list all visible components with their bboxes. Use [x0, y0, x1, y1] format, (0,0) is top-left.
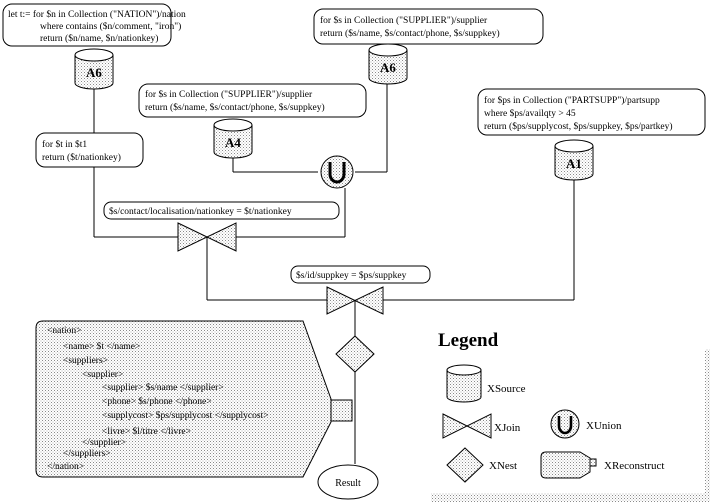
result-label: Result: [335, 478, 361, 489]
join-condition-text: $s/id/suppkey = $ps/suppkey: [296, 270, 407, 281]
t-iteration-query: for $t in $t1 return ($t/nationkey): [35, 132, 144, 168]
template-line: </suppliers>: [63, 449, 111, 459]
legend-xsource-label: XSource: [487, 383, 526, 395]
legend-xreconstruct-label: XReconstruct: [604, 460, 664, 472]
legend-xjoin-icon: [442, 413, 492, 439]
legend-xnest-label: XNest: [489, 460, 517, 472]
query-line: for $t in $t1: [42, 139, 87, 150]
legend: Legend XSource XJoin XUnion XNest XRecon…: [426, 330, 710, 502]
query-line: return ($t/nationkey): [42, 152, 121, 163]
partsupp-source-query: for $ps in Collection ("PARTSUPP")/parts…: [477, 88, 706, 136]
source-label: A6: [380, 60, 396, 75]
xsource-a6-right: A6: [368, 43, 408, 85]
xunion-node: [320, 155, 354, 189]
template-line: <supplier>: [82, 370, 123, 380]
connector-lines: [93, 84, 575, 464]
source-label: A4: [225, 135, 241, 150]
supplier-source-query-mid: for $s in Collection ("SUPPLIER")/suppli…: [138, 83, 367, 118]
result-node: Result: [317, 464, 379, 500]
legend-xreconstruct-icon: [540, 451, 597, 479]
xjoin-nation: [177, 222, 237, 252]
legend-xunion-icon: [550, 409, 580, 439]
join-condition-text: $s/contact/localisation/nationkey = $t/n…: [109, 206, 292, 217]
template-line: <name> $t </name>: [63, 341, 140, 352]
query-line: for $ps in Collection ("PARTSUPP")/parts…: [484, 95, 660, 106]
query-line: where $ps/availqty > 45: [484, 108, 576, 119]
template-line: <suppliers>: [63, 356, 108, 366]
supplier-source-query-top: for $s in Collection ("SUPPLIER")/suppli…: [313, 8, 544, 45]
nation-join-condition: $s/contact/localisation/nationkey = $t/n…: [103, 201, 340, 220]
source-label: A6: [86, 65, 102, 80]
query-line: return ($s/name, $s/contact/phone, $s/su…: [320, 28, 500, 39]
xsource-a4: A4: [213, 118, 253, 159]
query-line: return ($s/name, $s/contact/phone, $s/su…: [145, 102, 325, 113]
template-line: <livre> $l/titre </livre>: [102, 426, 191, 437]
xsource-a1: A1: [554, 139, 594, 181]
nation-source-query: let t:= for $n in Collection ("NATION")/…: [2, 3, 186, 47]
template-line: <supplycost> $ps/supplycost </supplycost…: [102, 410, 269, 421]
query-line: let t:= for $n in Collection ("NATION")/…: [8, 9, 186, 20]
template-line: </nation>: [47, 462, 84, 472]
query-line: for $s in Collection ("SUPPLIER")/suppli…: [320, 15, 488, 26]
reconstruct-template: <nation> <name> $t </name> <suppliers> <…: [47, 326, 269, 472]
source-label: A1: [566, 156, 582, 171]
template-line: <phone> $s/phone </phone>: [102, 396, 212, 407]
xreconstruct-node: [35, 320, 353, 478]
supp-join-condition: $s/id/suppkey = $ps/suppkey: [290, 265, 431, 284]
legend-xunion-label: XUnion: [586, 420, 622, 432]
xjoin-supplier: [326, 286, 384, 315]
query-line: return ($ps/supplycost, $ps/suppkey, $ps…: [484, 121, 673, 132]
legend-xsource-icon: [446, 364, 482, 403]
legend-title: Legend: [438, 330, 499, 351]
template-line: </supplier>: [82, 438, 126, 448]
query-line: where contains ($n/comment, "iron"): [40, 21, 181, 32]
query-line: for $s in Collection ("SUPPLIER")/suppli…: [145, 89, 313, 100]
xnest-node: [335, 335, 375, 373]
xsource-a6-left: A6: [74, 48, 114, 90]
template-line: <nation>: [47, 326, 81, 336]
template-line: <supplier> $s/name </supplier>: [102, 382, 224, 393]
legend-xjoin-label: XJoin: [494, 422, 521, 434]
query-line: return ($n/name, $n/nationkey): [40, 33, 158, 44]
legend-xnest-icon: [446, 447, 484, 483]
